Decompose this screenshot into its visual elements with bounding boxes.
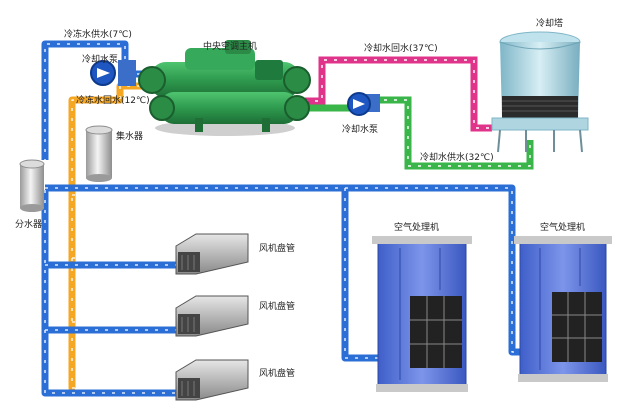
air-handling-unit-2-icon bbox=[514, 236, 612, 382]
cooling-return-pipe bbox=[305, 56, 492, 132]
label-chilled-supply: 冷冻水供水(7℃) bbox=[64, 30, 132, 40]
cooling-pump-left-icon bbox=[90, 60, 136, 86]
label-ahu-2: 空气处理机 bbox=[540, 223, 586, 233]
label-chiller: 中央空调主机 bbox=[203, 42, 258, 52]
label-distributor: 分水器 bbox=[15, 220, 43, 230]
cooling-supply-pipe bbox=[305, 96, 534, 170]
chilled-supply-pipe bbox=[41, 40, 520, 397]
collector-tank-icon bbox=[85, 125, 113, 182]
label-cooling-tower: 冷却塔 bbox=[536, 19, 564, 29]
label-cooling-supply: 冷却水供水(32℃) bbox=[420, 153, 494, 163]
label-fcu-3: 风机盘管 bbox=[259, 369, 296, 379]
chiller-unit bbox=[138, 40, 311, 136]
fan-coil-unit-1-icon bbox=[175, 233, 249, 275]
label-chilled-return: 冷冻水回水(12℃) bbox=[76, 96, 150, 106]
label-fcu-1: 风机盘管 bbox=[259, 244, 296, 254]
air-handling-unit-1-icon bbox=[372, 236, 472, 392]
label-cooling-pump-left: 冷却水泵 bbox=[82, 55, 119, 65]
label-collector: 集水器 bbox=[116, 132, 144, 142]
label-cooling-return: 冷却水回水(37℃) bbox=[364, 44, 438, 54]
label-fcu-2: 风机盘管 bbox=[259, 302, 296, 312]
label-cooling-pump-right: 冷却水泵 bbox=[342, 125, 379, 135]
label-ahu-1: 空气处理机 bbox=[394, 223, 440, 233]
cooling-pump-right-icon bbox=[347, 92, 380, 116]
distributor-tank-icon bbox=[19, 159, 45, 212]
cooling-tower-icon bbox=[491, 31, 589, 153]
fan-coil-unit-2-icon bbox=[175, 295, 249, 337]
fan-coil-unit-3-icon bbox=[175, 359, 249, 401]
